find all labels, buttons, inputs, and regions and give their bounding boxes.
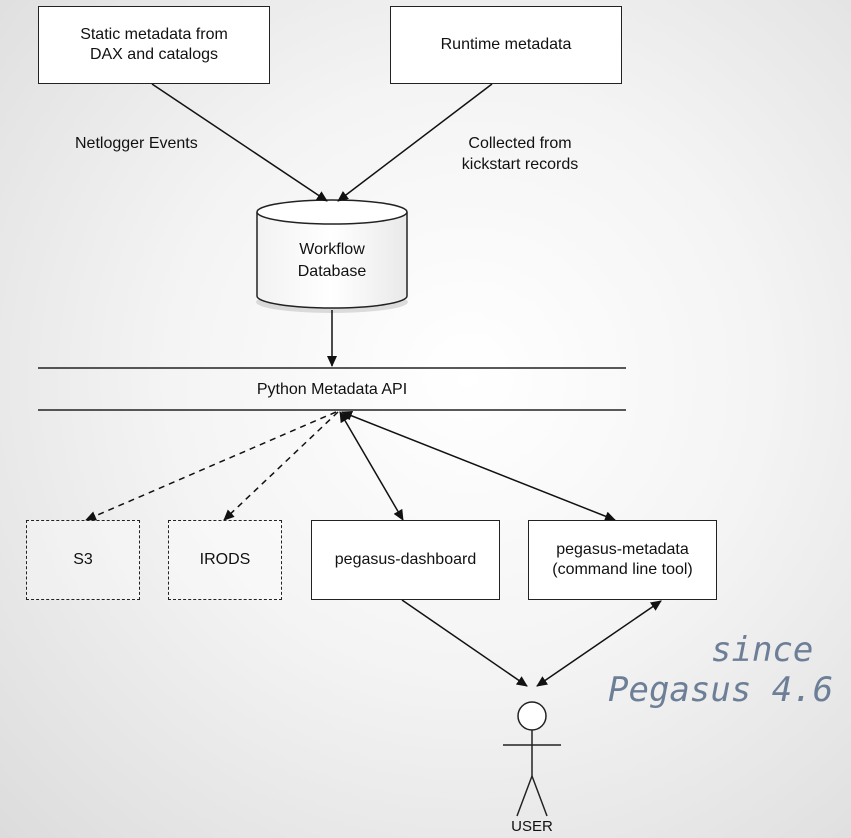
s3-label: S3 — [73, 551, 93, 568]
runtime-metadata-box: Runtime metadata — [390, 6, 622, 84]
database-line2: Database — [297, 263, 367, 280]
arrow-runtime-to-database — [337, 83, 493, 202]
collected-from-label: Collected from kickstart records — [450, 133, 590, 175]
arrow-user-metadata-tool — [536, 600, 662, 687]
runtime-metadata-label: Runtime metadata — [440, 36, 572, 53]
static-metadata-line2: DAX and catalogs — [89, 46, 219, 63]
pegasus-metadata-box: pegasus-metadata (command line tool) — [528, 520, 717, 600]
irods-label: IRODS — [199, 551, 251, 568]
python-metadata-api-label: Python Metadata API — [256, 381, 408, 398]
irods-box: IRODS — [168, 520, 282, 600]
arrow-static-to-database — [151, 83, 328, 202]
pegasus-metadata-line1: pegasus-metadata — [556, 541, 689, 558]
collected-line1: Collected from — [468, 135, 572, 152]
s3-box: S3 — [26, 520, 140, 600]
pegasus-dashboard-box: pegasus-dashboard — [311, 520, 500, 600]
since-note-line2: Pegasus 4.6 — [608, 670, 834, 710]
collected-line2: kickstart records — [461, 156, 579, 173]
since-note-line1: since — [711, 630, 814, 670]
workflow-database-label: Workflow Database — [258, 239, 406, 283]
pegasus-metadata-line2: (command line tool) — [552, 561, 693, 578]
arrow-dashboard-to-user — [401, 599, 528, 687]
arrow-api-dashboard — [339, 411, 404, 521]
static-metadata-line1: Static metadata from — [80, 26, 228, 43]
arrow-api-to-s3 — [85, 411, 337, 521]
arrow-api-metadata-tool — [341, 411, 616, 521]
pegasus-dashboard-label: pegasus-dashboard — [334, 551, 477, 568]
arrow-api-to-irods — [223, 411, 339, 521]
user-figure-icon — [503, 701, 561, 817]
workflow-database-cylinder — [256, 199, 408, 313]
user-label: USER — [511, 818, 553, 835]
netlogger-events-label: Netlogger Events — [75, 135, 198, 152]
database-line1: Workflow — [299, 241, 365, 258]
static-metadata-box: Static metadata from DAX and catalogs — [38, 6, 270, 84]
